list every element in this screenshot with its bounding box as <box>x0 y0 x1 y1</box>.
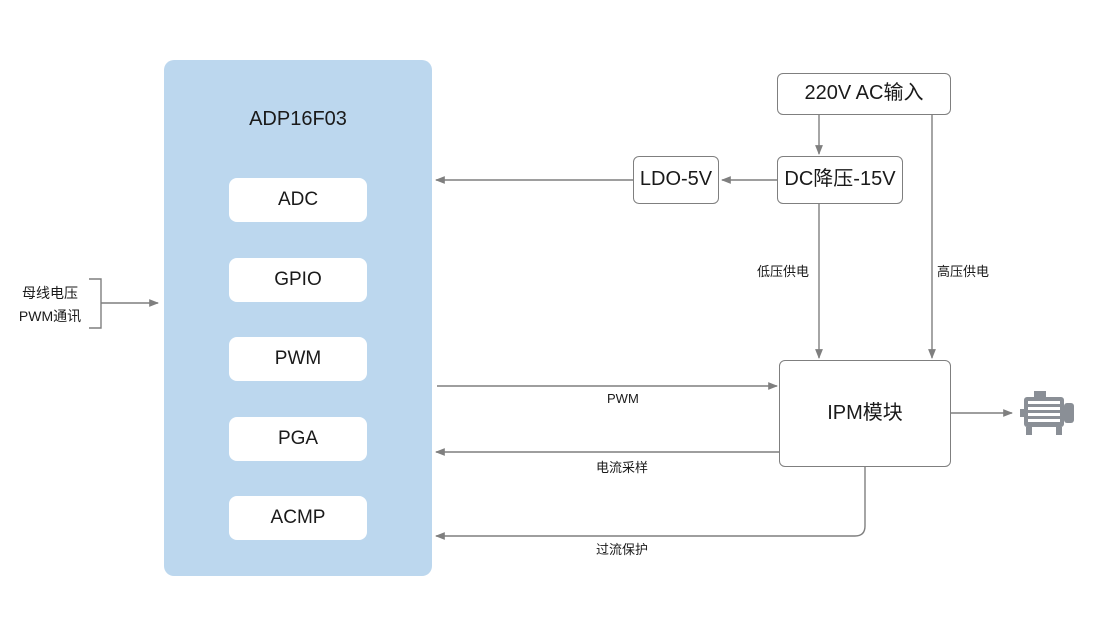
module-gpio: GPIO <box>229 258 367 302</box>
overcurrent-protection-label: 过流保护 <box>596 542 649 557</box>
module-adc: ADC <box>229 178 367 222</box>
ac-input-block: 220V AC输入 <box>777 73 951 115</box>
module-pwm: PWM <box>229 337 367 381</box>
mcu-chip-block: ADP16F03 ADC GPIO PWM PGA ACMP <box>164 60 432 576</box>
input-bracket <box>89 278 102 329</box>
module-acmp: ACMP <box>229 496 367 540</box>
high-voltage-supply-label: 高压供电 <box>937 264 990 279</box>
chip-title: ADP16F03 <box>249 108 347 130</box>
pwm-label: PWM <box>607 391 639 406</box>
motor-icon <box>1020 391 1074 435</box>
bus-voltage-label: 母线电压 <box>22 285 78 301</box>
current-sampling-label: 电流采样 <box>596 460 649 475</box>
ipm-module-block: IPM模块 <box>779 360 951 467</box>
module-pga: PGA <box>229 417 367 461</box>
external-inputs-label: 母线电压 PWM通讯 <box>10 282 90 328</box>
ldo-block: LDO-5V <box>633 156 719 204</box>
pwm-comm-label: PWM通讯 <box>18 308 82 324</box>
low-voltage-supply-label: 低压供电 <box>757 264 810 279</box>
overcurrent-protection-arrow <box>435 467 866 540</box>
dc-buck-block: DC降压-15V <box>777 156 903 204</box>
